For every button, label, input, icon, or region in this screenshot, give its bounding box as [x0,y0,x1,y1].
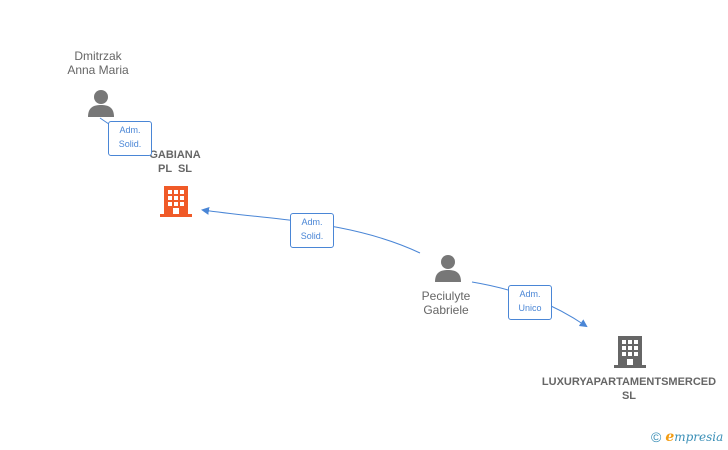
node-name-line1: LUXURYAPARTAMENTSMERCED [541,376,717,388]
building-icon[interactable] [160,184,192,218]
relation-badge-adm-solid[interactable]: Adm. Solid. [290,213,334,248]
node-name-line1: Peciulyte [421,289,471,303]
relation-badge-adm-solid[interactable]: Adm. Solid. [108,121,152,156]
node-label-gabiana: GABIANA PL SL [130,148,220,176]
node-name-line2: PL SL [157,163,193,175]
person-icon[interactable] [433,253,463,283]
brand-name: mpresia [674,430,724,444]
node-name-line2: Gabriele [423,303,469,317]
relation-role: Adm. [119,125,141,135]
relation-role: Adm. [301,217,323,227]
brand-initial: e [665,429,675,445]
relation-type: Solid. [300,231,324,241]
node-name-line2: SL [621,390,637,402]
relation-role: Adm. [519,289,541,299]
relation-type: Unico [518,303,542,313]
footer-brand: © empresia [651,429,723,445]
node-name-line2: Anna Maria [67,63,129,77]
person-icon[interactable] [86,88,116,118]
node-name-line1: GABIANA [149,149,201,161]
node-name-line1: Dmitrzak [74,49,122,63]
relation-type: Solid. [118,139,142,149]
relation-badge-adm-unico[interactable]: Adm. Unico [508,285,552,320]
copyright-icon: © [651,429,662,445]
node-label-luxury: LUXURYAPARTAMENTSMERCED SL [534,375,724,403]
brand-logo[interactable]: empresia [665,429,723,445]
node-label-peciulyte: Peciulyte Gabriele [400,289,492,317]
building-icon[interactable] [614,334,646,369]
node-label-dmitrzak: Dmitrzak Anna Maria [50,49,146,77]
